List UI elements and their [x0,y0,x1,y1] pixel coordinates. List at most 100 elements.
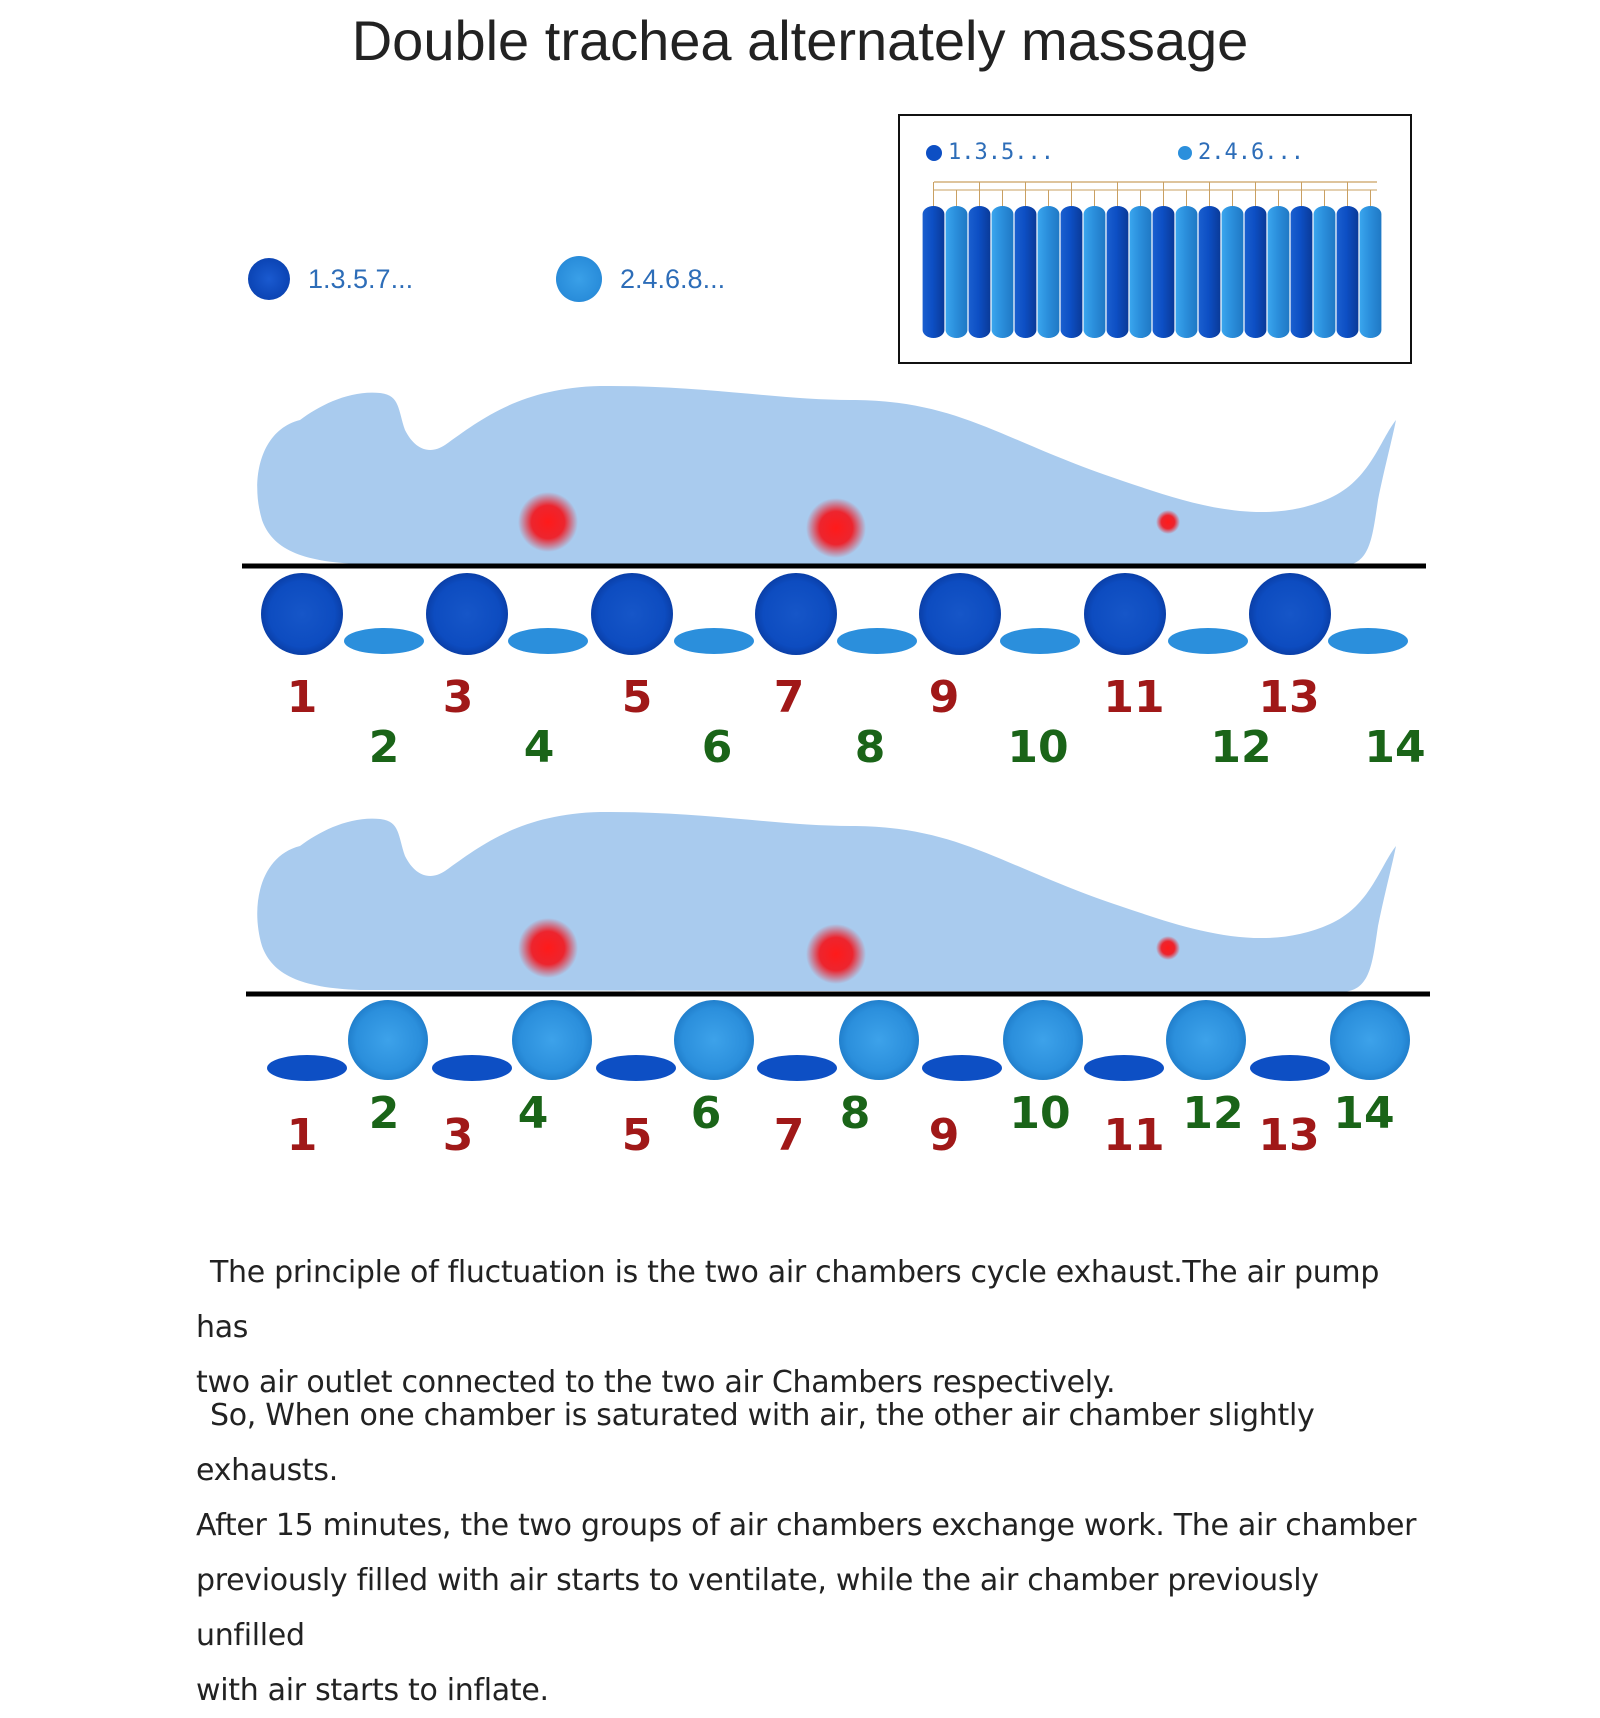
chamber-number: 14 [1364,722,1425,773]
even-chamber-inflated [1003,1000,1083,1080]
even-chamber-deflated [344,628,424,654]
chamber-number: 2 [369,1088,400,1139]
odd-chamber-deflated [1084,1055,1164,1081]
inset-legend-odd-label: 1.3.5... [948,140,1054,165]
inset-legend-odd: 1.3.5... [926,140,1054,165]
para2-line4: with air starts to inflate. [196,1673,549,1708]
even-tube [991,206,1014,338]
legend-odd: 1.3.5.7... [248,258,413,300]
even-chamber-deflated [1328,628,1408,654]
chamber-number: 3 [443,672,474,723]
chamber-number: 10 [1007,722,1068,773]
paragraph-principle: The principle of fluctuation is the two … [196,1245,1426,1410]
chamber-number: 1 [287,672,318,723]
chamber-number: 11 [1103,1110,1164,1161]
pain-point [806,498,866,558]
inset-legend-even: 2.4.6... [1178,140,1304,165]
inset-tubes [922,181,1382,338]
chamber-number: 12 [1182,1088,1243,1139]
odd-chamber-inflated [1249,573,1331,655]
odd-chamber-deflated [922,1055,1002,1081]
chamber-number: 14 [1333,1088,1394,1139]
chamber-number: 8 [855,722,886,773]
pain-point [1156,510,1180,534]
chamber-number: 6 [702,722,733,773]
legend-even-label: 2.4.6.8... [620,263,726,294]
chamber-number: 8 [840,1088,871,1139]
odd-tube [968,206,991,338]
odd-tube [1014,206,1037,338]
paragraph-cycle: So, When one chamber is saturated with a… [196,1388,1426,1718]
even-chamber-icon [1178,145,1192,160]
even-tube [1313,206,1336,338]
chamber-number: 12 [1210,722,1271,773]
legend-odd-label: 1.3.5.7... [308,263,414,294]
odd-chamber-inflated [1084,573,1166,655]
page-title: Double trachea alternately massage [351,9,1249,72]
chamber-number: 13 [1258,672,1319,723]
chamber-number: 11 [1103,672,1164,723]
para2-line2: After 15 minutes, the two groups of air … [196,1508,1417,1543]
chamber-number: 6 [691,1088,722,1139]
odd-tube [1244,206,1267,338]
chamber-number: 9 [929,1110,960,1161]
odd-tube [1152,206,1175,338]
odd-tube [1290,206,1313,338]
chamber-number: 5 [622,672,653,723]
even-tube [1221,206,1244,338]
odd-chamber-deflated [596,1055,676,1081]
chamber-number: 4 [524,722,555,773]
para1-line1: The principle of fluctuation is the two … [196,1255,1380,1345]
odd-chamber-icon [248,258,290,300]
chamber-number: 10 [1009,1088,1070,1139]
odd-chamber-deflated [757,1055,837,1081]
even-chamber-inflated [839,1000,919,1080]
odd-chamber-deflated [267,1055,347,1081]
even-chamber-deflated [1000,628,1080,654]
chamber-number: 4 [518,1088,549,1139]
odd-tube [922,206,945,338]
para2-line3: previously filled with air starts to ven… [196,1563,1319,1653]
even-chamber-inflated [1166,1000,1246,1080]
even-tube [1129,206,1152,338]
even-chamber-deflated [508,628,588,654]
odd-chamber-inflated [261,573,343,655]
odd-chamber-deflated [432,1055,512,1081]
chamber-number: 7 [774,672,805,723]
even-chamber-deflated [674,628,754,654]
odd-tube [1336,206,1359,338]
para2-line1: So, When one chamber is saturated with a… [196,1398,1315,1488]
even-tube [1083,206,1106,338]
inset-legend-even-label: 2.4.6... [1198,140,1304,165]
even-tube [1175,206,1198,338]
odd-chamber-inflated [591,573,673,655]
chamber-number: 3 [443,1110,474,1161]
pain-point [518,918,578,978]
chamber-number: 7 [774,1110,805,1161]
legend-even: 2.4.6.8... [556,256,725,302]
chamber-number: 1 [287,1110,318,1161]
even-chamber-deflated [837,628,917,654]
pain-point [1156,936,1180,960]
even-chamber-icon [556,256,602,302]
odd-tube [1060,206,1083,338]
chamber-number: 5 [622,1110,653,1161]
even-chamber-deflated [1168,628,1248,654]
inset-chamber-array: 1.3.5... 2.4.6... [898,114,1412,364]
even-chamber-inflated [674,1000,754,1080]
odd-chamber-icon [926,144,942,161]
even-tube [1037,206,1060,338]
odd-chamber-inflated [919,573,1001,655]
para1-line2: two air outlet connected to the two air … [196,1365,1116,1400]
chamber-number: 13 [1258,1110,1319,1161]
pain-point [518,492,578,552]
odd-chamber-deflated [1250,1055,1330,1081]
even-tube [945,206,968,338]
pain-point [806,924,866,984]
odd-chamber-inflated [426,573,508,655]
chamber-number: 9 [929,672,960,723]
even-chamber-inflated [512,1000,592,1080]
chamber-number: 2 [369,722,400,773]
odd-tube [1198,206,1221,338]
even-chamber-inflated [1330,1000,1410,1080]
